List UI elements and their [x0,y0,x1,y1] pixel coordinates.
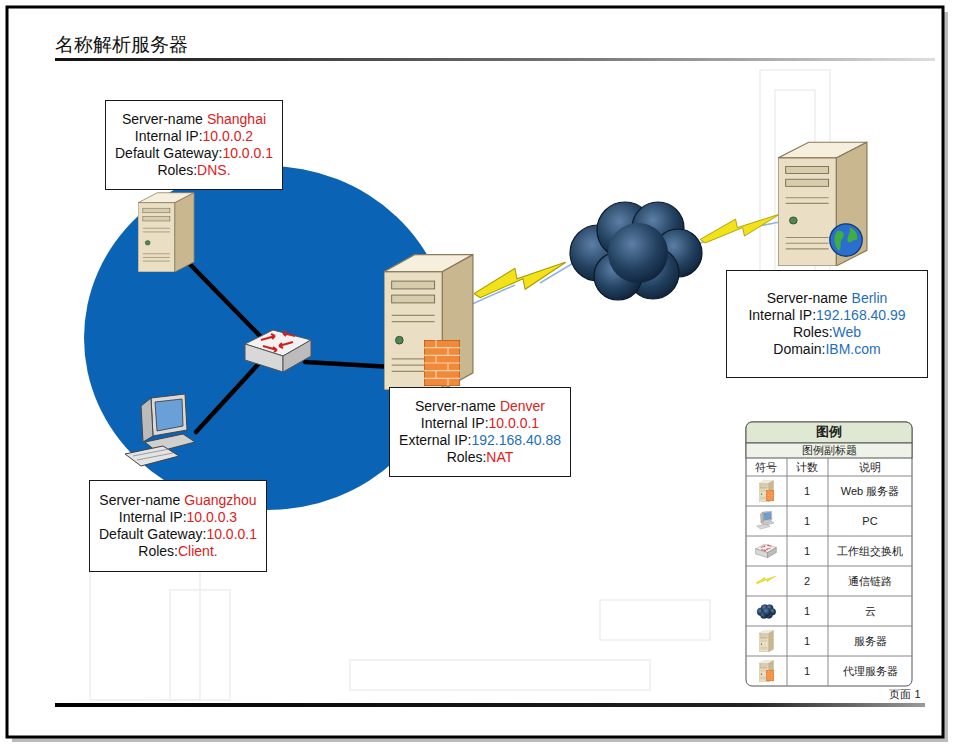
legend-heading: 说明 [859,460,881,475]
info-line: Internal IP:192.168.40.99 [748,307,905,324]
legend-text: PC [862,515,877,527]
field-value: 10.0.0.1 [489,415,540,431]
field-value: Client. [178,543,218,559]
field-name: Domain: [773,341,825,357]
field-name: Server-name [99,492,180,508]
field-name: Internal IP: [119,509,187,525]
info-line: Roles:Web [793,324,861,341]
legend-heading: 图例 [816,423,842,441]
field-value: Guangzhou [184,492,256,508]
legend-heading: 计数 [796,460,818,475]
info-line: Server-nameBerlin [767,290,888,307]
legend-count: 1 [804,485,810,497]
legend-text: 云 [865,604,876,619]
field-value: NAT [486,449,513,465]
info-line: Server-nameShanghai [122,111,266,128]
info-line: Server-nameGuangzhou [99,492,256,509]
field-value: Shanghai [207,111,266,127]
page-number: 页面 1 [889,687,920,702]
field-name: Internal IP: [135,128,203,144]
info-line: Roles:DNS. [157,162,230,179]
field-name: Server-name [767,290,848,306]
field-value: 10.0.0.1 [222,145,273,161]
field-value: 10.0.0.3 [187,509,238,525]
legend-count: 1 [804,545,810,557]
field-name: External IP: [399,432,471,448]
field-name: Default Gateway: [115,145,222,161]
info-line: Default Gateway:10.0.0.1 [115,145,273,162]
info-line: Internal IP:10.0.0.3 [119,509,237,526]
field-value: 192.168.40.88 [471,432,561,448]
field-value: Web [833,324,862,340]
field-name: Roles: [138,543,178,559]
field-value: Denver [500,398,545,414]
field-value: IBM.com [825,341,880,357]
info-line: Roles:Client. [138,543,217,560]
field-name: Roles: [793,324,833,340]
field-value: 192.168.40.99 [816,307,906,323]
server-info-box: Server-nameDenverInternal IP:10.0.0.1Ext… [389,387,571,477]
page-title: 名称解析服务器 [55,32,188,58]
info-line: Domain:IBM.com [773,341,880,358]
field-name: Server-name [415,398,496,414]
legend-count: 2 [804,575,810,587]
server-info-box: Server-nameBerlinInternal IP:192.168.40.… [726,270,928,378]
field-name: Default Gateway: [99,526,206,542]
field-name: Server-name [122,111,203,127]
field-name: Roles: [157,162,197,178]
info-line: Roles:NAT [447,449,514,466]
info-line: Internal IP:10.0.0.2 [135,128,253,145]
field-name: Roles: [447,449,487,465]
info-line: External IP:192.168.40.88 [399,432,561,449]
field-value: Berlin [852,290,888,306]
legend-text: 通信链路 [848,574,892,589]
legend-count: 1 [804,605,810,617]
legend-heading: 图例副标题 [802,443,857,458]
field-name: Internal IP: [421,415,489,431]
info-line: Server-nameDenver [415,398,545,415]
server-info-box: Server-nameGuangzhouInternal IP:10.0.0.3… [89,480,267,572]
field-value: 10.0.0.2 [203,128,254,144]
legend-count: 1 [804,515,810,527]
field-name: Internal IP: [748,307,816,323]
field-value: 10.0.0.1 [206,526,257,542]
field-value: DNS. [197,162,230,178]
legend-count: 1 [804,635,810,647]
legend-heading: 符号 [755,460,777,475]
info-line: Internal IP:10.0.0.1 [421,415,539,432]
server-info-box: Server-nameShanghaiInternal IP:10.0.0.2D… [105,100,283,190]
info-line: Default Gateway:10.0.0.1 [99,526,257,543]
legend-text: Web 服务器 [841,484,899,499]
legend-text: 代理服务器 [843,664,898,679]
legend-text: 工作组交换机 [837,544,903,559]
legend-text: 服务器 [854,634,887,649]
legend-count: 1 [804,665,810,677]
